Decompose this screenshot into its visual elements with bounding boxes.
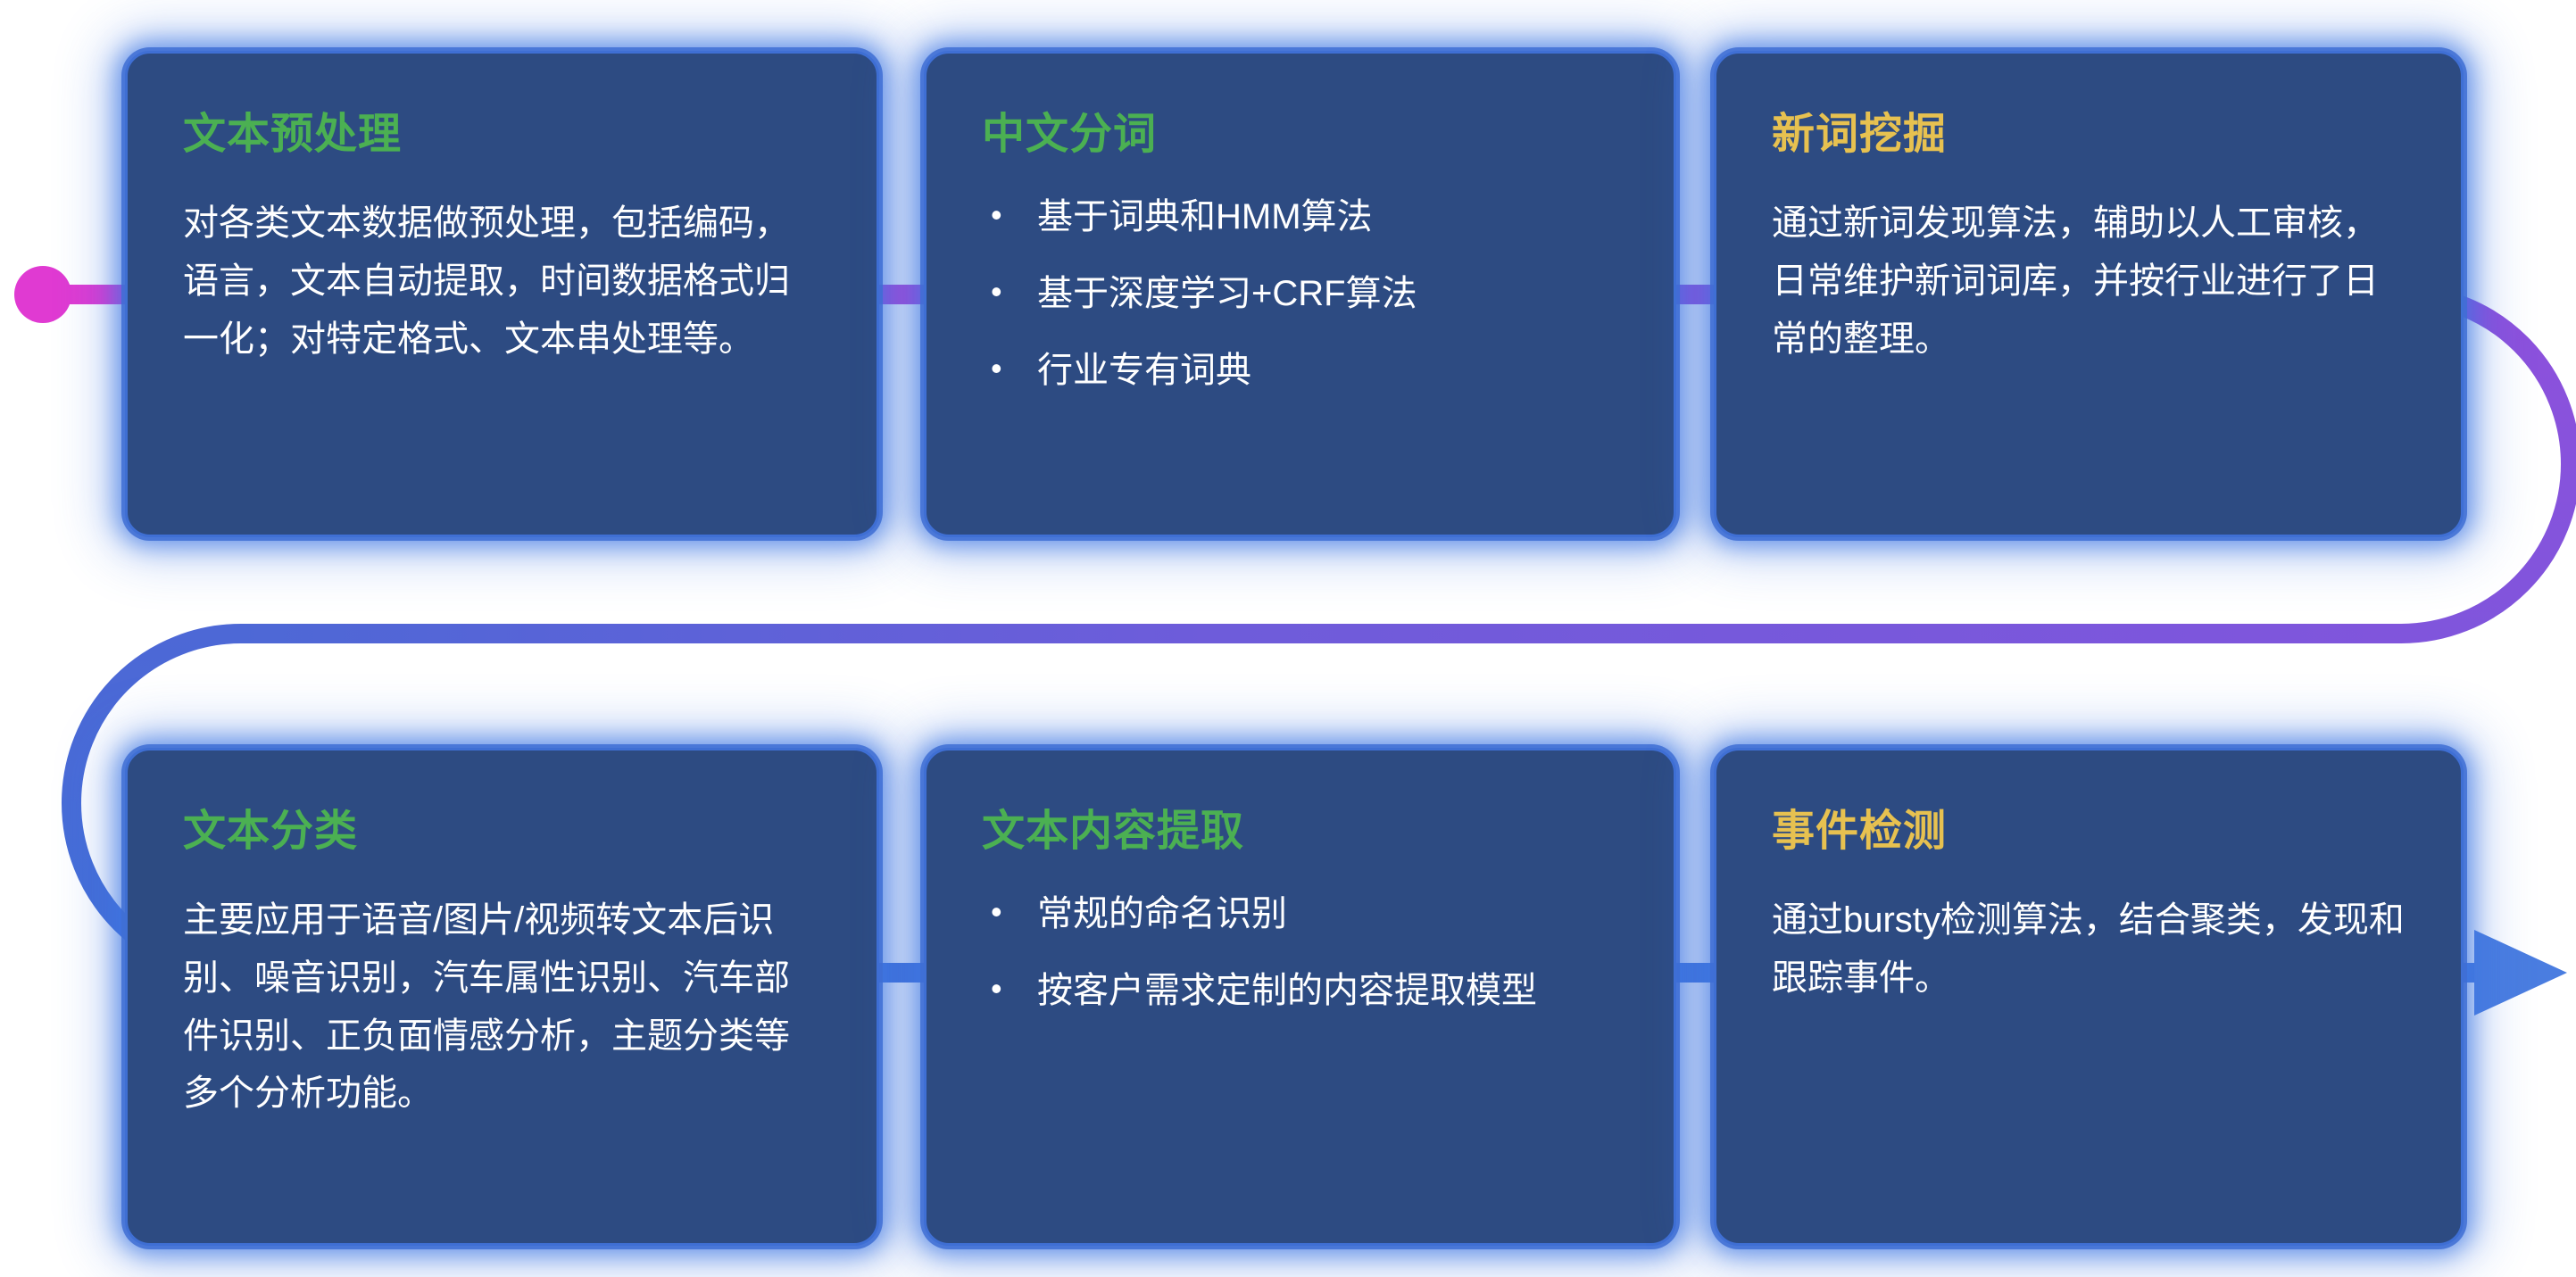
flow-curve-right	[2400, 285, 2576, 643]
card-text-preprocessing: 文本预处理 对各类文本数据做预处理，包括编码，语言，文本自动提取，时间数据格式归…	[125, 51, 879, 537]
card-text-classification: 文本分类 主要应用于语音/图片/视频转文本后识别、噪音识别，汽车属性识别、汽车部…	[125, 748, 879, 1246]
bullet-item: 常规的命名识别	[982, 891, 1622, 936]
card-body: 通过bursty检测算法，结合聚类，发现和跟踪事件。	[1772, 900, 2405, 998]
card-body: 通过新词发现算法，辅助以人工审核，日常维护新词词库，并按行业进行了日常的整理。	[1772, 203, 2379, 359]
bullet-item: 按客户需求定制的内容提取模型	[982, 968, 1622, 1013]
card-body: 对各类文本数据做预处理，包括编码，语言，文本自动提取，时间数据格式归一化；对特定…	[183, 203, 790, 359]
card-title: 文本预处理	[183, 111, 403, 158]
flow-end-arrow-icon	[2474, 930, 2567, 1016]
flow-start-dot-icon	[14, 266, 71, 323]
card-text-content-extraction: 文本内容提取 常规的命名识别 按客户需求定制的内容提取模型	[924, 748, 1676, 1246]
card-bullet-list: 基于词典和HMM算法 基于深度学习+CRF算法 行业专有词典	[982, 195, 1622, 393]
card-title: 新词挖掘	[1772, 111, 1948, 158]
card-title: 事件检测	[1772, 808, 1948, 855]
card-bullet-list: 常规的命名识别 按客户需求定制的内容提取模型	[982, 891, 1622, 1013]
card-body: 主要应用于语音/图片/视频转文本后识别、噪音识别，汽车属性识别、汽车部件识别、正…	[183, 900, 790, 1114]
card-title: 中文分词	[982, 111, 1158, 158]
card-title: 文本分类	[183, 808, 359, 855]
bullet-item: 基于深度学习+CRF算法	[982, 271, 1622, 316]
card-chinese-word-segmentation: 中文分词 基于词典和HMM算法 基于深度学习+CRF算法 行业专有词典	[924, 51, 1676, 537]
card-event-detection: 事件检测 通过bursty检测算法，结合聚类，发现和跟踪事件。	[1714, 748, 2464, 1246]
bullet-item: 基于词典和HMM算法	[982, 195, 1622, 239]
card-title: 文本内容提取	[982, 808, 1245, 855]
bullet-item: 行业专有词典	[982, 348, 1622, 393]
card-new-word-mining: 新词挖掘 通过新词发现算法，辅助以人工审核，日常维护新词词库，并按行业进行了日常…	[1714, 51, 2464, 537]
